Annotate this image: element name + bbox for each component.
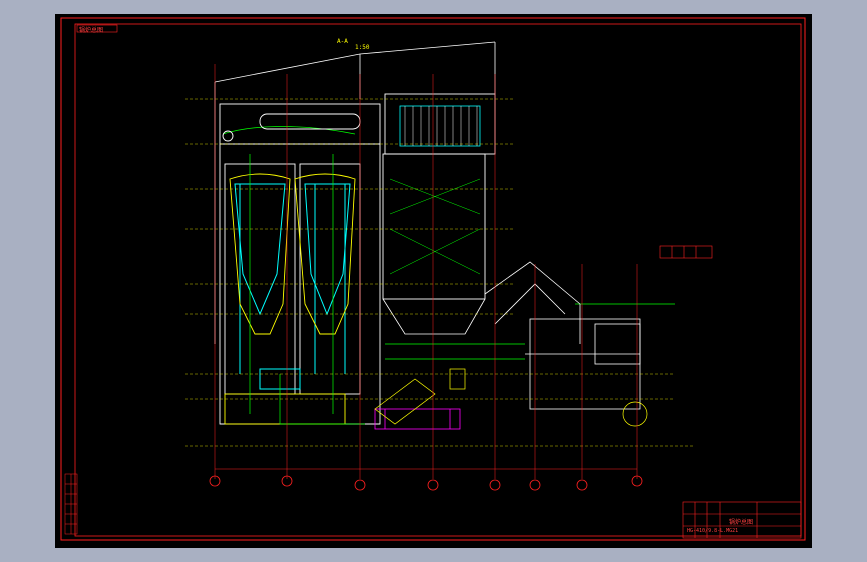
drawing-border-inner (74, 23, 802, 537)
green-pipework (222, 126, 675, 425)
title-block (682, 501, 802, 539)
cyclone-separators (224, 173, 356, 425)
boiler-general-arrangement-drawing (60, 17, 806, 541)
nozzle-legend (659, 245, 713, 259)
elevation-dimension-lines (185, 98, 695, 447)
titleblock-drawing-name: 锅炉总图 (729, 519, 754, 526)
secondary-air-duct (374, 408, 461, 430)
column-grid (214, 64, 638, 479)
steam-drum (222, 113, 361, 142)
section-label: A-A (337, 38, 348, 45)
titleblock-drawing-no: HG-410/9.8-L.MG21 (687, 528, 739, 534)
scale-label: 1:50 (355, 44, 370, 51)
air-ducts (484, 261, 641, 410)
axis-bubbles (209, 475, 643, 491)
drawing-border-outer (60, 17, 806, 541)
convection-pass (382, 93, 496, 335)
fans-and-dampers (374, 368, 648, 427)
title-tag: 锅炉总图 (79, 27, 104, 34)
title-tag-box (76, 24, 118, 33)
revision-strip (64, 473, 78, 535)
cad-model-space[interactable]: 锅炉总图 A-A 1:50 锅炉总图 HG-410/9.8-L.MG21 (55, 14, 812, 548)
